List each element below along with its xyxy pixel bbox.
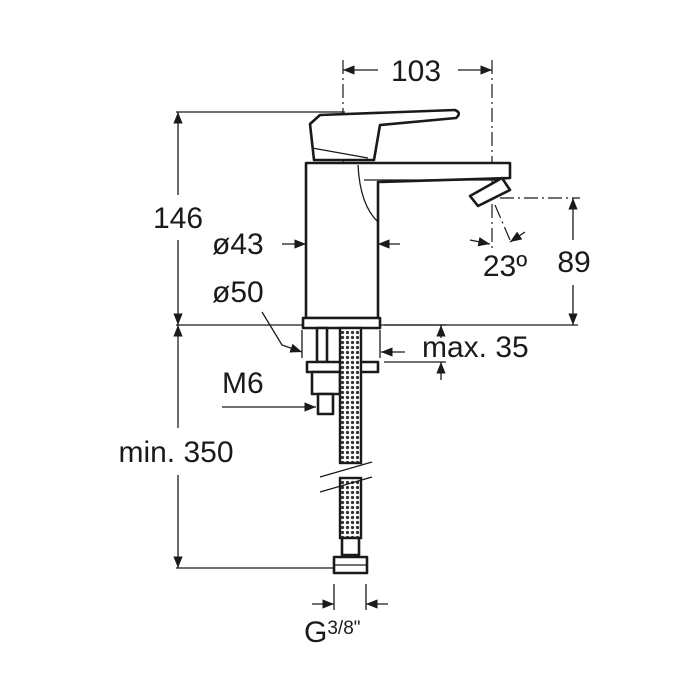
dimension-m6: M6 <box>222 367 316 412</box>
aerator-angle-label: 23º <box>483 250 527 283</box>
dimension-d43: ø43 <box>212 228 400 261</box>
spout-height-label: 89 <box>557 246 590 279</box>
dimension-g38: G3/8" <box>304 584 388 649</box>
total-height-label: 146 <box>153 202 203 235</box>
dimension-23-deg: 23º <box>469 204 527 283</box>
flex-hose <box>319 326 373 575</box>
dimension-103: 103 <box>343 55 492 88</box>
faucet-body <box>304 108 512 320</box>
lever-handle <box>308 108 461 162</box>
body-diameter-label: ø43 <box>212 228 264 261</box>
stud-thread-label: M6 <box>222 367 264 400</box>
dimension-146: 146 <box>153 111 345 325</box>
aerator <box>468 176 512 208</box>
base-diameter-label: ø50 <box>212 276 264 309</box>
dimension-max-35: max. 35 <box>384 324 529 380</box>
connection-label: G3/8" <box>304 616 361 649</box>
spout-reach-label: 103 <box>391 55 441 88</box>
max-thickness-label: max. 35 <box>422 331 529 364</box>
dimension-d50: ø50 <box>212 276 405 358</box>
connection-size: 3/8" <box>327 618 360 639</box>
connection-prefix: G <box>304 616 327 649</box>
dimension-350: min. 350 <box>118 325 333 569</box>
hose-length-label: min. 350 <box>118 436 233 469</box>
dimension-89: 89 <box>500 197 591 325</box>
